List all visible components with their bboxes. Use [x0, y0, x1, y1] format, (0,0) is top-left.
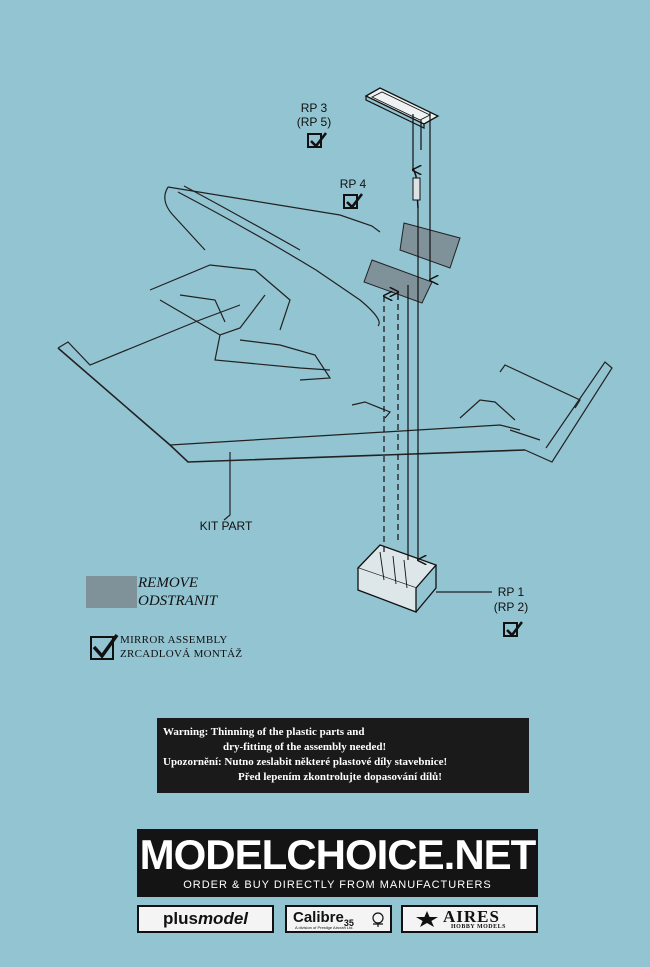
- calibre-mascot-icon: [372, 912, 384, 927]
- rp3-part: [364, 87, 440, 129]
- brand-banner: MODELCHOICE.NET ORDER & BUY DIRECTLY FRO…: [137, 829, 538, 897]
- checkbox-icon: [343, 193, 364, 209]
- brand-name: MODELCHOICE.NET: [139, 831, 537, 878]
- label-rp5: (RP 5): [296, 115, 332, 129]
- label-rp1: RP 1: [497, 585, 525, 599]
- label-rp2: (RP 2): [493, 600, 529, 614]
- label-rp3: RP 3: [300, 101, 328, 115]
- calibre-logo: Calibre35 A division of Prestige Aircraf…: [285, 905, 392, 933]
- rp4-part: [412, 167, 421, 209]
- warning-line-3: Upozornění: Nutno zeslabit některé plast…: [163, 756, 448, 768]
- calibre-logo-number: 35: [343, 918, 354, 928]
- plusmodel-logo-model: model: [197, 909, 248, 928]
- checkbox-icon: [503, 621, 524, 637]
- checkbox-icon: [307, 132, 328, 148]
- wing-outline: [57, 185, 613, 593]
- plusmodel-logo: plusmodel: [137, 905, 274, 933]
- label-rp4: RP 4: [339, 177, 367, 191]
- calibre-logo-small: A division of Prestige Aircraft Ltd.: [295, 925, 354, 930]
- aires-logo-name: AIRES: [443, 907, 500, 926]
- aires-logo: AIRES HOBBY MODELS: [401, 905, 538, 933]
- warning-box: Warning: Thinning of the plastic parts a…: [157, 718, 529, 793]
- legend-mirror-en: MIRROR ASSEMBLY: [120, 634, 228, 646]
- remove-swatch: [86, 576, 137, 608]
- warning-line-2: dry-fitting of the assembly needed!: [223, 741, 387, 753]
- plusmodel-logo-plus: plus: [162, 909, 198, 928]
- warning-line-4: Před lepením zkontrolujte dopasování díl…: [238, 771, 442, 783]
- legend-remove-cz: ODSTRANIT: [138, 593, 218, 609]
- calibre-logo-name: Calibre: [293, 909, 344, 926]
- warning-line-1: Warning: Thinning of the plastic parts a…: [163, 726, 365, 738]
- label-kit-part: KIT PART: [199, 519, 253, 533]
- legend-remove-en: REMOVE: [138, 575, 198, 591]
- rp1-part: [356, 544, 438, 613]
- aires-star-icon: [416, 911, 438, 927]
- checkbox-icon: [90, 633, 119, 660]
- legend-mirror-cz: ZRCADLOVÁ MONTÁŽ: [120, 648, 243, 660]
- remove-area-2: [363, 259, 433, 304]
- aires-logo-sub: HOBBY MODELS: [451, 924, 506, 930]
- brand-tagline: ORDER & BUY DIRECTLY FROM MANUFACTURERS: [183, 879, 492, 891]
